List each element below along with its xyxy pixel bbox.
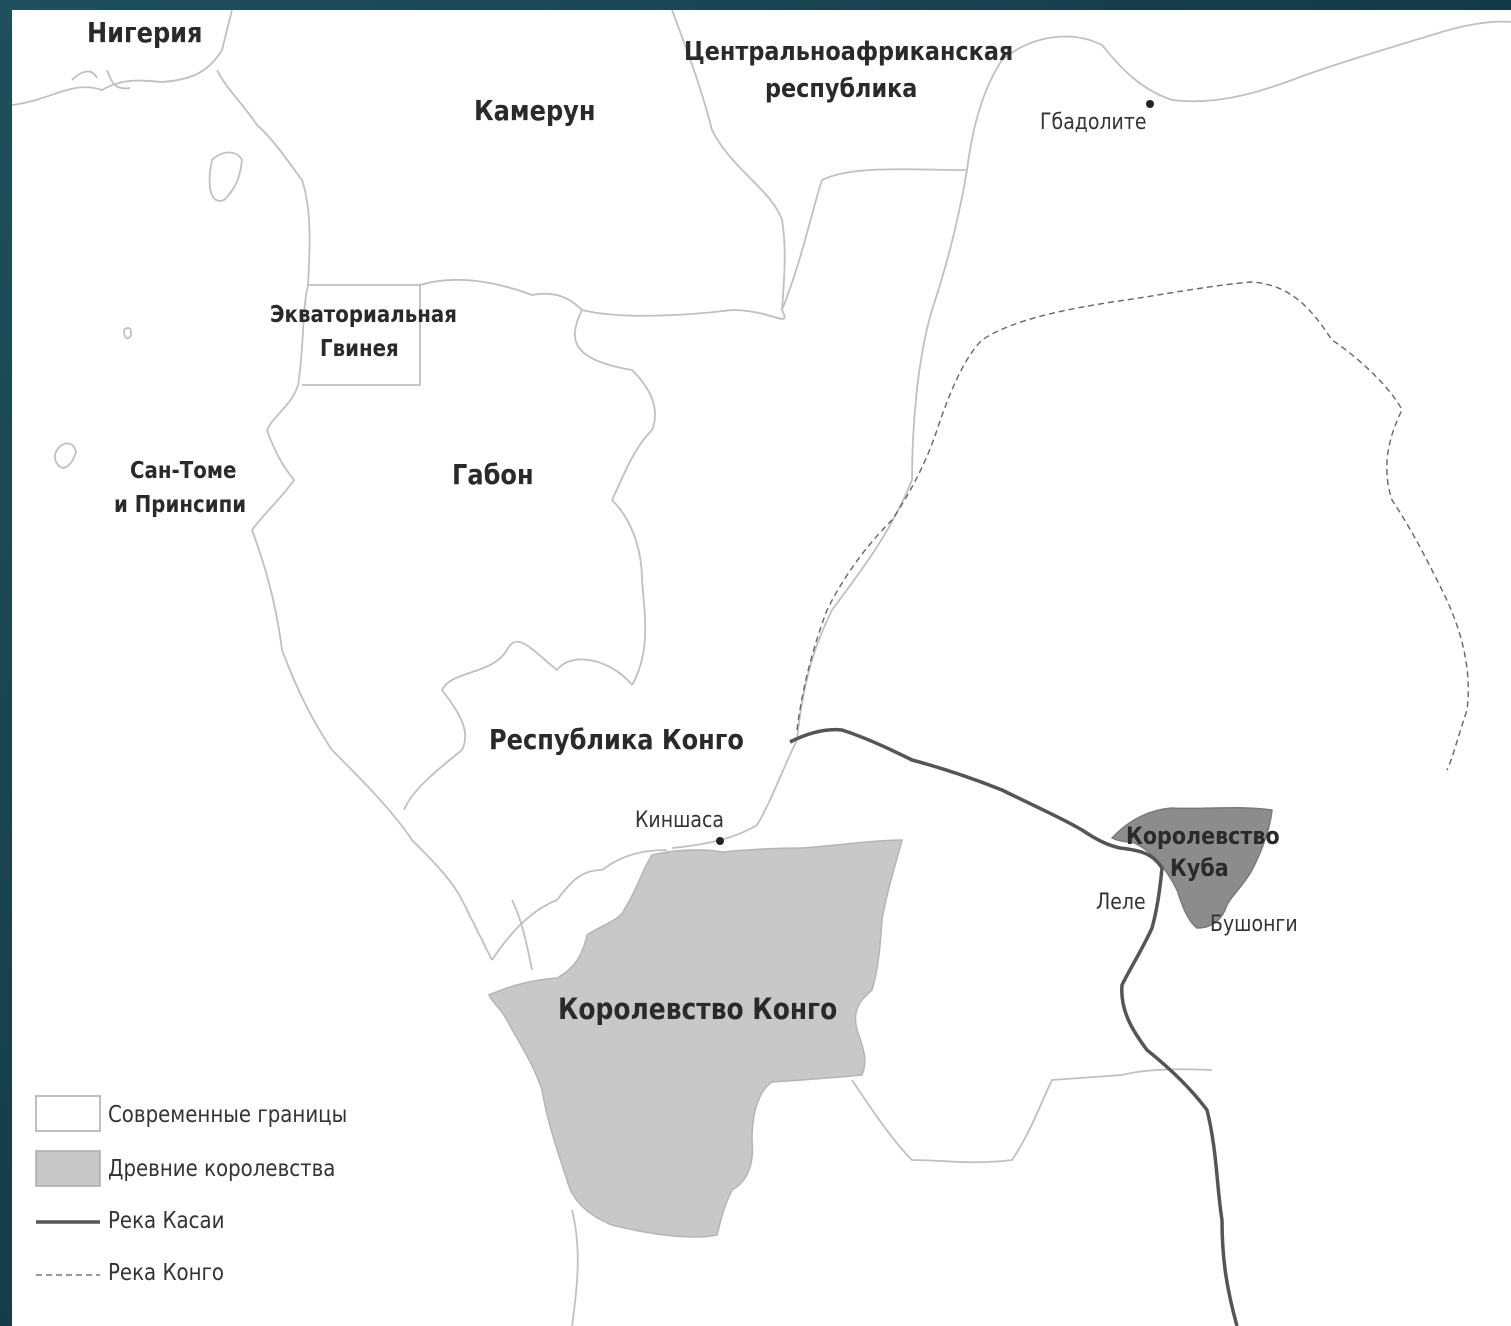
label-rep-congo: Республика Конго <box>489 723 744 756</box>
label-eq-guinea-line2: Гвинея <box>320 336 399 362</box>
map-frame: Нигерия Камерун Центральноафриканская ре… <box>12 10 1511 1326</box>
label-lele: Леле <box>1096 890 1146 915</box>
label-gabon: Габон <box>452 458 534 491</box>
kinshasa-dot <box>716 837 724 845</box>
modern-borders <box>12 10 1511 1326</box>
kasai-river <box>789 727 1239 1326</box>
legend-ancient-kingdoms: Древние королевства <box>108 1156 336 1182</box>
label-kuba-line1: Королевство <box>1126 822 1280 850</box>
map-canvas <box>12 10 1511 1326</box>
label-kongo-kingdom: Королевство Конго <box>558 992 838 1026</box>
label-cameroon: Камерун <box>474 94 596 127</box>
legend-swatch-ancient <box>35 1150 101 1187</box>
gbadolite-dot <box>1146 100 1154 108</box>
legend-kasai-river: Река Касаи <box>108 1208 225 1234</box>
label-kuba-line2: Куба <box>1170 854 1229 882</box>
legend-congo-river: Река Конго <box>108 1260 225 1286</box>
label-eq-guinea-line1: Экваториальная <box>270 302 457 328</box>
label-car-line2: республика <box>765 74 918 104</box>
label-car-line1: Центральноафриканская <box>684 37 1014 67</box>
legend-swatch-modern <box>35 1095 101 1132</box>
legend-modern-borders: Современные границы <box>108 1102 348 1128</box>
kongo-kingdom-area <box>488 839 903 1238</box>
label-sao-tome-line2: и Принсипи <box>114 492 247 518</box>
label-sao-tome-line1: Сан-Томе <box>130 458 237 484</box>
label-bushongi: Бушонги <box>1210 912 1298 937</box>
congo-river <box>796 281 1469 771</box>
label-gbadolite: Гбадолите <box>1040 110 1147 135</box>
label-kinshasa: Киншаса <box>635 808 725 833</box>
label-nigeria: Нигерия <box>87 16 203 49</box>
